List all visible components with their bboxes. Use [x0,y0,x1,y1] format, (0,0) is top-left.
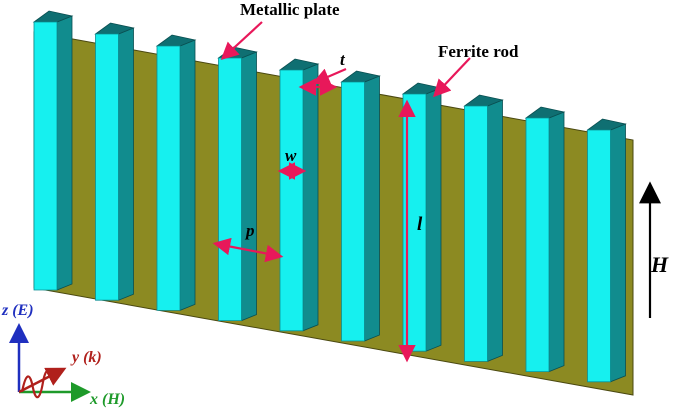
metallic-plate-pointer [220,21,263,60]
t-pointer [311,67,347,85]
ferrite-rod-side-face [302,63,319,332]
x-axis-label: x (H) [90,391,126,408]
p-label: p [246,221,255,240]
ferrite-rod-front-face [341,81,365,342]
ferrite-rod [586,118,627,383]
ferrite-rod-front-face [95,33,119,301]
ferrite-rod [94,22,135,301]
ferrite-rod-front-face [587,129,611,383]
h-field-label: H [651,252,669,277]
w-label: w [285,146,297,165]
ferrite-rod-side-face [548,111,565,373]
ferrite-rod [340,70,381,342]
ferrite-rod-front-face [525,117,550,373]
ferrite-rod [155,34,197,311]
ferrite-rod [524,106,566,373]
ferrite-rod-front-face [218,57,242,322]
ferrite-rod-side-face [56,15,73,291]
ferrite-rod-label: Ferrite rod [438,42,519,61]
metallic-plate-label: Metallic plate [240,0,340,19]
p-dimension [212,237,284,263]
wave-icon [20,369,55,399]
ferrite-rod-side-face [364,75,380,342]
ferrite-rod-side-face [425,87,442,352]
ferrite-rod [217,46,258,322]
ferrite-rod [278,58,320,332]
ferrite-rod-front-face [279,69,304,332]
ferrite-rod [32,10,74,291]
y-axis [18,367,67,394]
ferrite-rod-side-face [118,27,134,301]
ferrite-rod-front-face [156,45,181,311]
coordinate-axes [8,323,91,402]
ferrite-rod-pointer [432,57,471,98]
ferrite-rod-side-face [179,39,196,311]
ferrite-rod-front-face [464,105,488,362]
ferrite-rod [463,94,504,362]
y-axis-label: y (k) [72,349,102,366]
ferrite-rod-side-face [487,99,503,362]
ferrite-rod-side-face [241,51,257,322]
z-axis-label: z (E) [2,302,34,319]
annotations [212,21,471,363]
l-label: l [417,214,423,235]
ferrite-rod-side-face [610,123,626,383]
ferrite-rod-front-face [33,21,58,291]
t-label: t [340,50,345,69]
